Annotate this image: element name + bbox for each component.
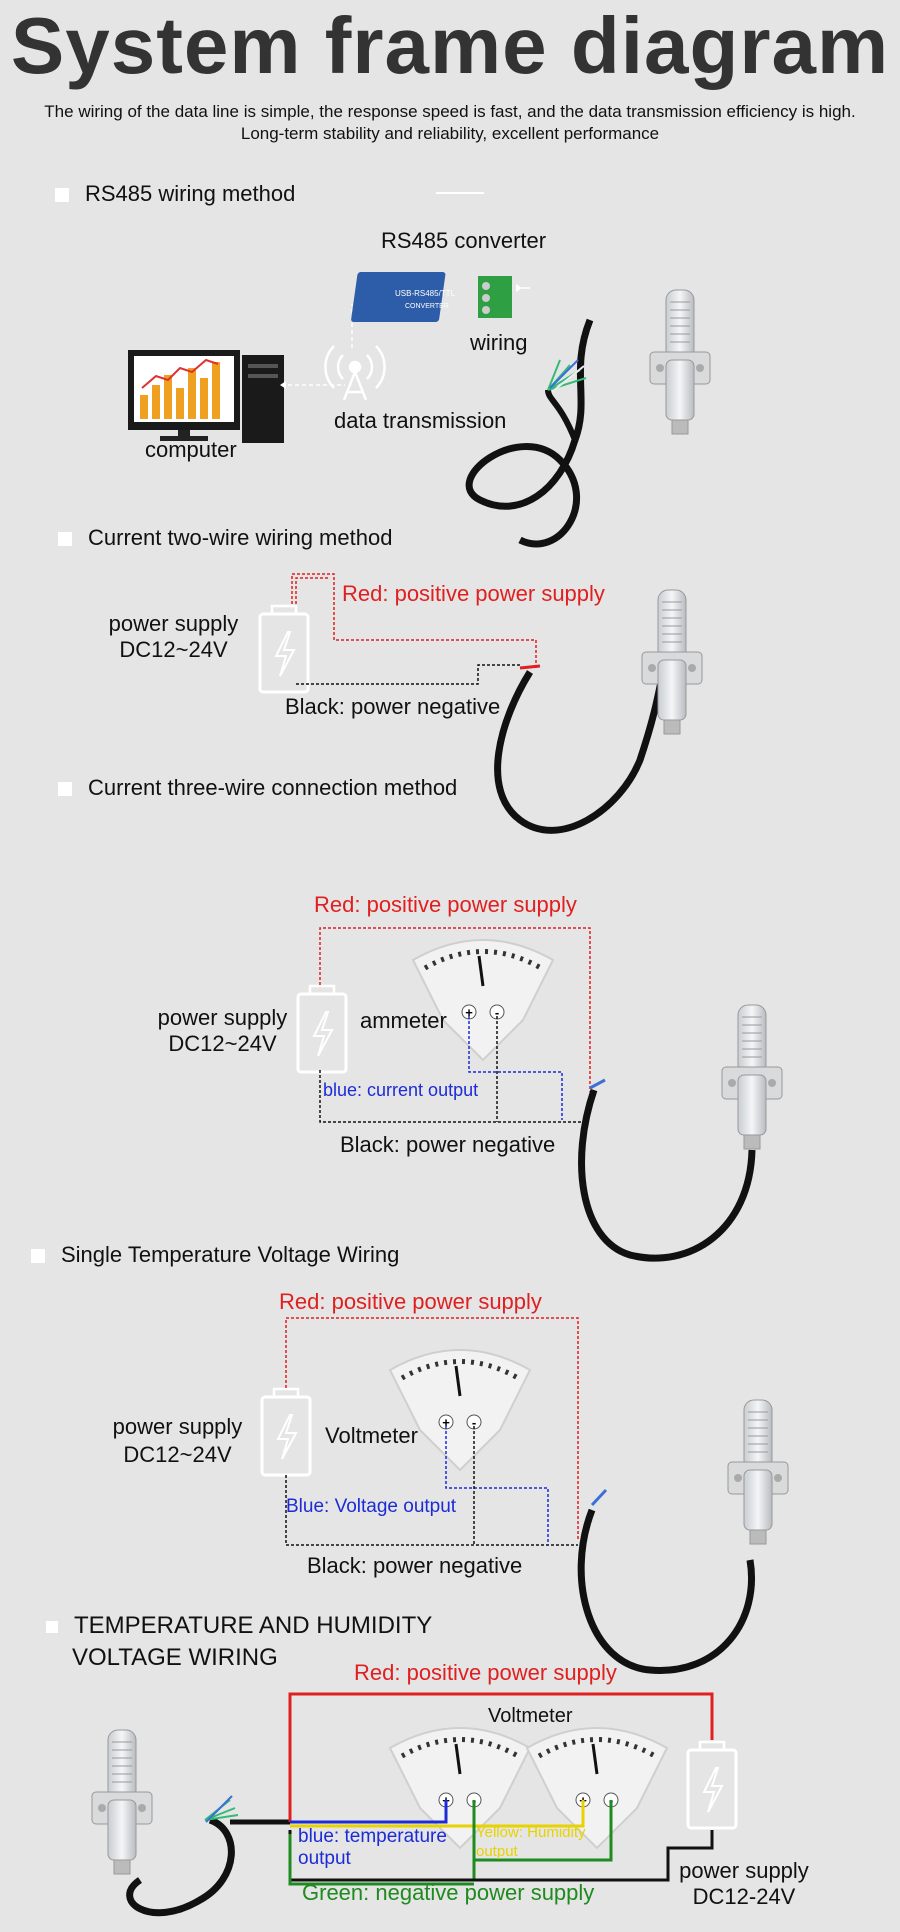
divider	[436, 192, 484, 194]
subtitle-line-1: The wiring of the data line is simple, t…	[44, 102, 856, 121]
label-ammeter: ammeter	[360, 1008, 447, 1033]
converter-device-subtext: CONVERTER	[405, 303, 449, 310]
label-red-positive: Red: positive power supply	[354, 1660, 617, 1685]
label-data-transmission: data transmission	[334, 408, 507, 433]
bullet-square	[31, 1249, 45, 1264]
section-heading-th-voltage: TEMPERATURE AND HUMIDITY VOLTAGE WIRING	[46, 1610, 432, 1674]
section-heading-single-voltage: Single Temperature Voltage Wiring	[31, 1242, 399, 1268]
label-red-positive: Red: positive power supply	[279, 1289, 542, 1314]
bullet-square	[58, 782, 72, 797]
subtitle-line-2: Long-term stability and reliability, exc…	[240, 124, 660, 143]
converter-device-text: USB-RS485/TTL	[395, 289, 456, 298]
page-title: System frame diagram	[10, 1, 890, 90]
section-heading-rs485: RS485 wiring method	[55, 181, 295, 207]
label-green-negative: Green: negative power supply	[302, 1880, 595, 1905]
section-heading-three-wire: Current three-wire connection method	[58, 775, 457, 801]
label-wiring: wiring	[470, 330, 528, 355]
bullet-square	[55, 188, 69, 203]
computer-icon	[128, 350, 284, 443]
bullet-square	[58, 532, 72, 547]
label-black-negative: Black: power negative	[340, 1132, 556, 1157]
rs485-converter-device: USB-RS485/TTL CONVERTER	[351, 272, 512, 322]
section-heading-two-wire: Current two-wire wiring method	[58, 525, 392, 551]
bullet-square	[46, 1620, 58, 1633]
label-black-negative: Black: power negative	[307, 1553, 523, 1578]
label-blue-voltage-output: Blue: Voltage output	[286, 1496, 457, 1517]
label-voltmeter: Voltmeter	[488, 1705, 573, 1727]
label-rs485-converter: RS485 converter	[381, 228, 547, 253]
label-red-positive: Red: positive power supply	[314, 892, 577, 917]
antenna-icon	[324, 345, 386, 401]
label-voltmeter: Voltmeter	[325, 1423, 418, 1448]
label-black-negative: Black: power negative	[285, 694, 501, 719]
label-red-positive: Red: positive power supply	[342, 581, 605, 606]
label-blue-current-output: blue: current output	[323, 1080, 479, 1100]
label-computer: computer	[145, 437, 237, 462]
